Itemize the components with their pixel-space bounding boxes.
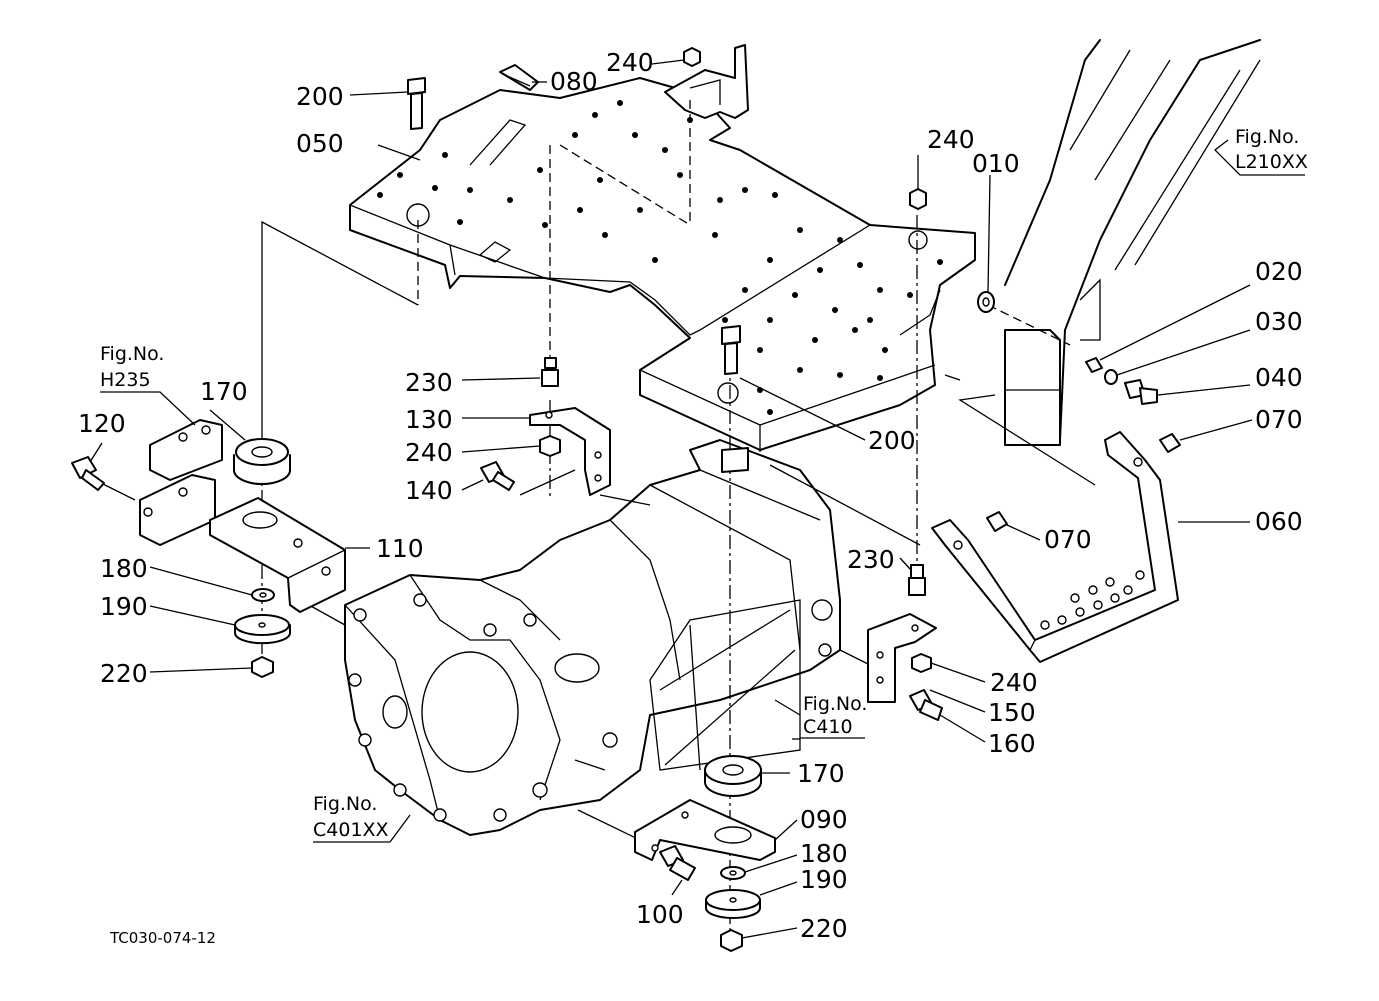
bracket-small-center	[721, 447, 749, 473]
bracket-110	[209, 497, 346, 613]
callout-150: 150	[988, 698, 1036, 727]
callout-050: 050	[296, 129, 344, 158]
stud-230-lower	[908, 564, 926, 596]
washer-190-left	[234, 614, 291, 645]
callout-labels: 200 050 080 240 240 010 020 030 040 070 …	[78, 48, 1303, 943]
callout-090: 090	[800, 805, 848, 834]
step-060	[931, 431, 1179, 663]
nut-240-lower	[911, 653, 932, 673]
callout-070-lower: 070	[1044, 525, 1092, 554]
rubber-mount-170-left	[233, 438, 291, 485]
callout-130: 130	[405, 405, 453, 434]
bolt-200-upper	[407, 77, 426, 130]
callout-120: 120	[78, 409, 126, 438]
figref-c401-fig: Fig.No.	[313, 793, 377, 815]
nut-240-mid	[539, 435, 561, 457]
floor-plate-holes	[377, 100, 943, 415]
bolt-070-upper	[1159, 433, 1181, 453]
bolt-040	[1124, 379, 1158, 405]
callout-240-lower: 240	[990, 668, 1038, 697]
callout-070-upper: 070	[1255, 405, 1303, 434]
bolt-070-lower	[986, 511, 1008, 532]
figref-h235-fig: Fig.No.	[100, 343, 164, 365]
callout-180-lower: 180	[800, 839, 848, 868]
callout-240-right: 240	[927, 125, 975, 154]
bracket-130	[529, 407, 611, 496]
figref-h235-num: H235	[100, 369, 151, 391]
bracket-150	[867, 613, 937, 703]
washer-030	[1104, 369, 1118, 385]
callout-230-lower: 230	[847, 545, 895, 574]
callout-140: 140	[405, 476, 453, 505]
figref-c410-num: C410	[803, 716, 853, 738]
nut-220-left	[251, 656, 274, 678]
bolt-100	[659, 845, 696, 881]
bolt-140	[480, 461, 515, 491]
figref-l210-fig: Fig.No.	[1235, 126, 1299, 148]
callout-180-left: 180	[100, 554, 148, 583]
callout-220-lower: 220	[800, 914, 848, 943]
figref-l210-num: L210XX	[1235, 151, 1308, 173]
washer-180-left	[251, 588, 275, 602]
callout-040: 040	[1255, 363, 1303, 392]
nut-220-lower	[720, 929, 743, 952]
callout-200-upper: 200	[296, 82, 344, 111]
callout-110: 110	[376, 534, 424, 563]
callout-220-left: 220	[100, 659, 148, 688]
callout-010: 010	[972, 149, 1020, 178]
connector-lines	[94, 220, 1096, 841]
callout-160: 160	[988, 729, 1036, 758]
bolt-160	[909, 689, 943, 721]
callout-170-lower: 170	[797, 759, 845, 788]
callout-100: 100	[636, 900, 684, 929]
washer-190-lower	[705, 889, 761, 919]
bolt-200-lower	[721, 325, 741, 375]
collar-010	[977, 291, 995, 313]
callout-240-mid: 240	[405, 438, 453, 467]
nut-240-top	[683, 47, 701, 67]
transmission-housing	[344, 439, 841, 836]
bracket-top-right	[664, 44, 749, 119]
callout-190-left: 190	[100, 592, 148, 621]
bracket-090	[634, 799, 776, 861]
leader-lines	[89, 59, 1305, 939]
figref-c410-fig: Fig.No.	[803, 693, 867, 715]
rubber-mount-170-lower	[704, 755, 762, 797]
nut-240-right	[909, 188, 927, 210]
callout-030: 030	[1255, 307, 1303, 336]
callout-200-lower: 200	[868, 426, 916, 455]
callout-240-top: 240	[606, 48, 654, 77]
lever-knob-080	[499, 64, 539, 91]
stud-230-upper	[541, 357, 559, 387]
washer-180-lower	[720, 866, 746, 880]
callout-190-lower: 190	[800, 865, 848, 894]
callout-170-left: 170	[200, 377, 248, 406]
collar-020	[1085, 357, 1103, 373]
callout-020: 020	[1255, 257, 1303, 286]
floor-plate-upper	[349, 77, 976, 452]
bracket-h235	[139, 419, 223, 546]
fender-outline	[1004, 39, 1261, 446]
diagram-code: TC030-074-12	[109, 929, 216, 947]
figure-references: Fig.No. L210XX Fig.No. H235 Fig.No. C410…	[100, 126, 1308, 841]
callout-230-upper: 230	[405, 368, 453, 397]
callout-080: 080	[550, 67, 598, 96]
bolt-120	[71, 456, 105, 491]
figref-c401-num: C401XX	[313, 819, 389, 841]
callout-060: 060	[1255, 507, 1303, 536]
